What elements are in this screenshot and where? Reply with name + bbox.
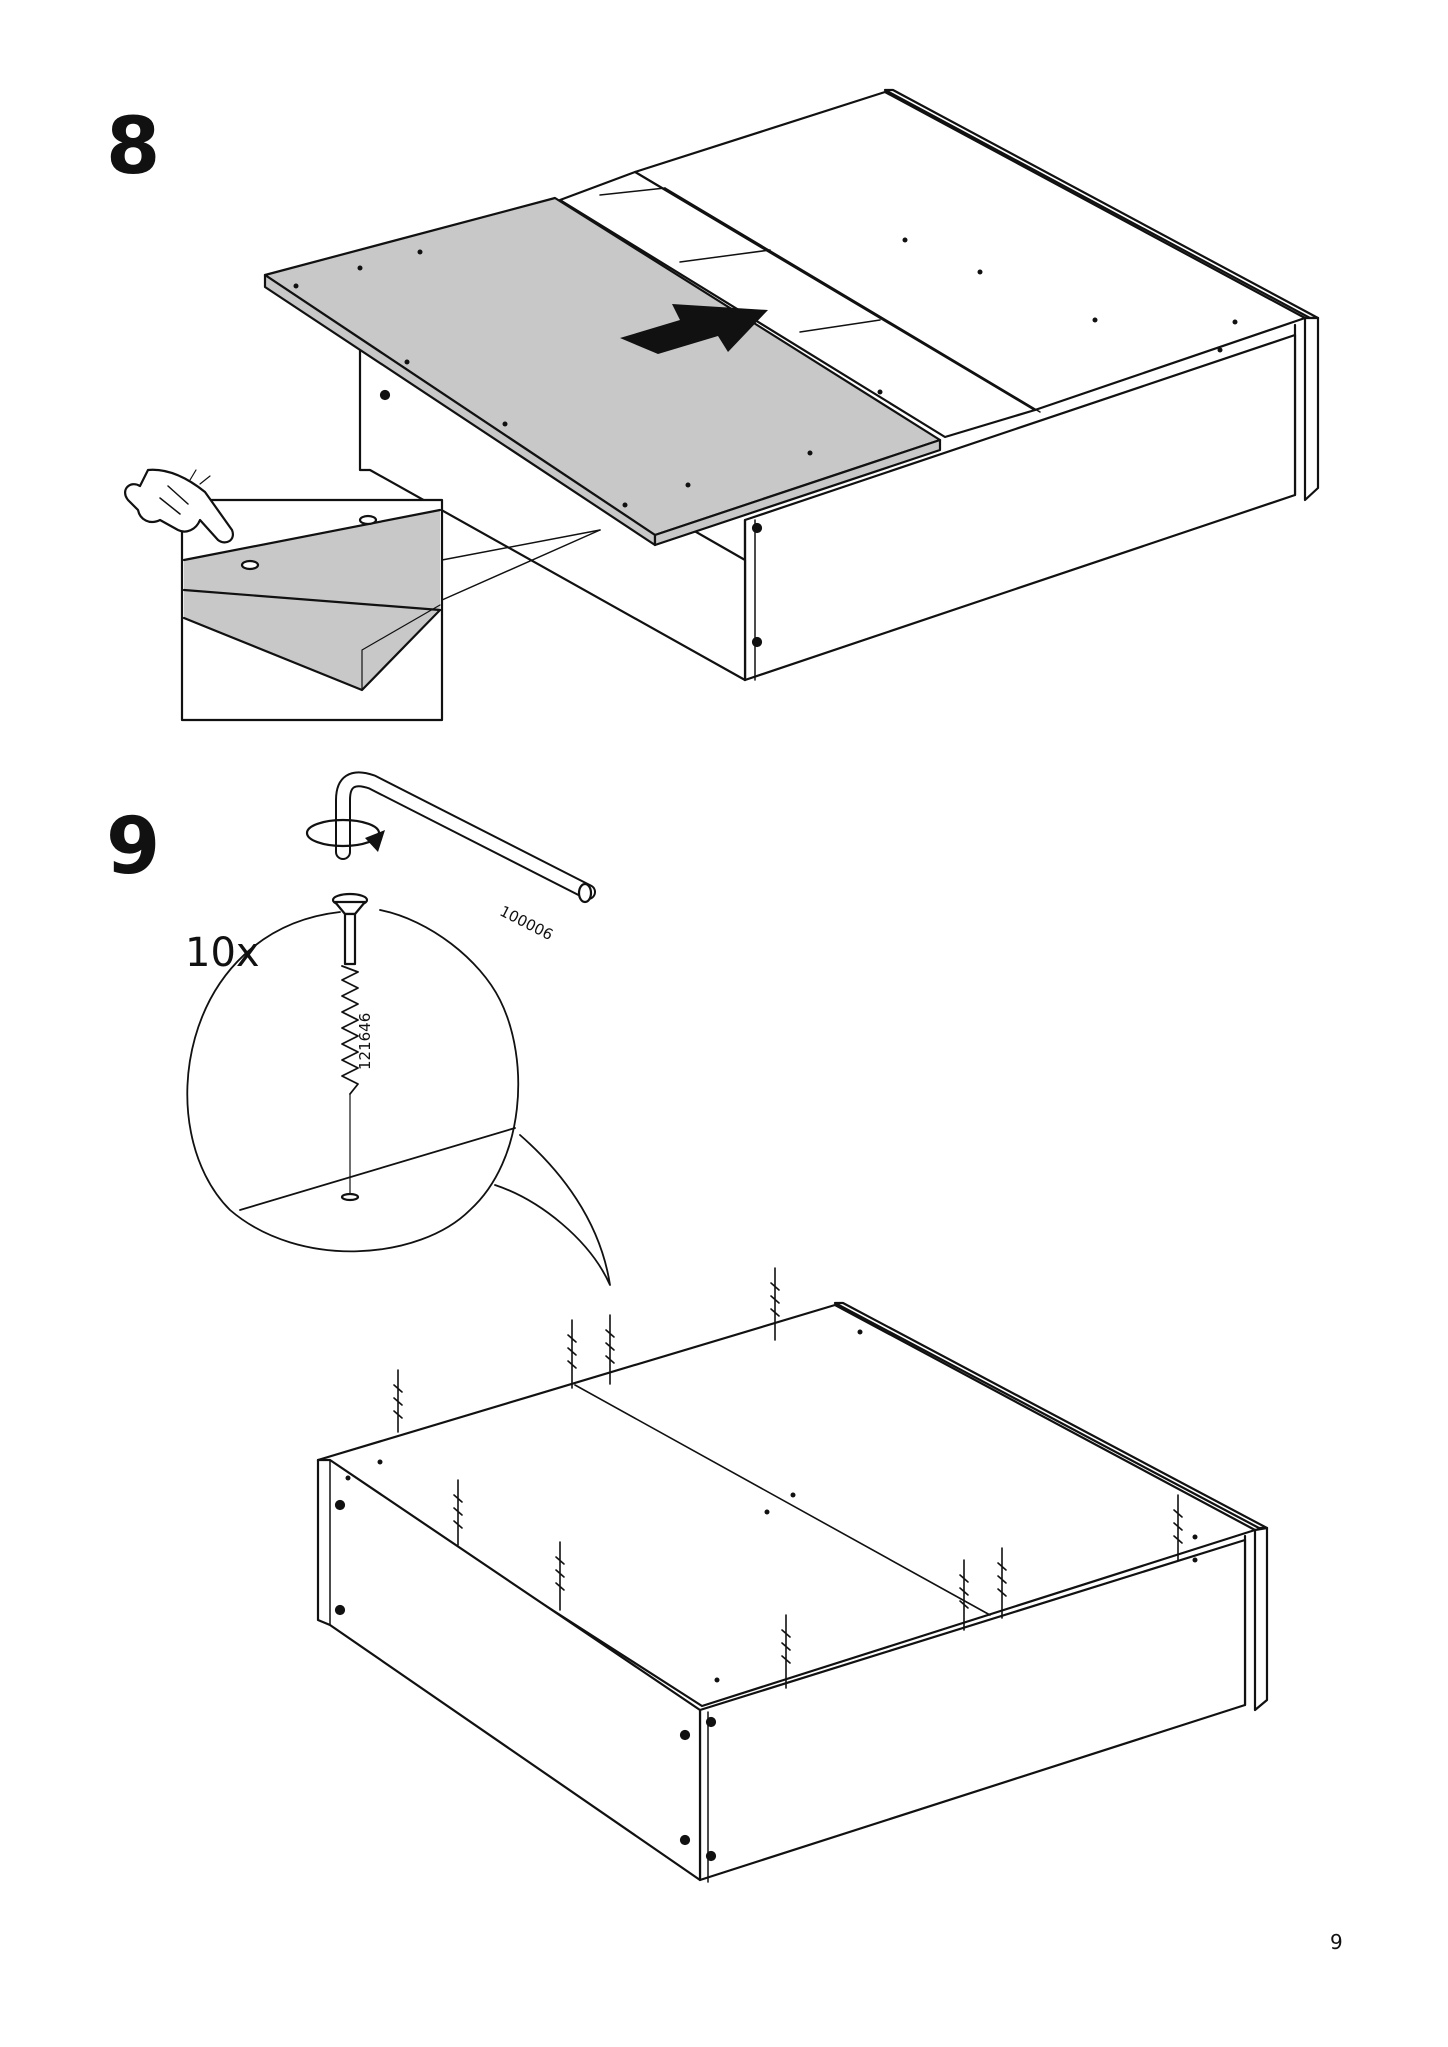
screw-quantity: 10x [185,930,260,976]
screw [331,892,369,1202]
screw-positions [393,1267,1183,1689]
push-arrow-icon [620,304,768,354]
page-number: 9 [1330,1930,1343,1954]
step-9-number: 9 [106,802,161,892]
screw-part-number: 121646 [356,1012,374,1070]
step-9-illustration [186,771,1269,1883]
step-8-illustration [124,88,1320,722]
step-8-number: 8 [106,102,161,192]
detail-circle [186,909,520,1253]
right-end-panel [1303,316,1320,502]
hand-icon [124,468,234,544]
